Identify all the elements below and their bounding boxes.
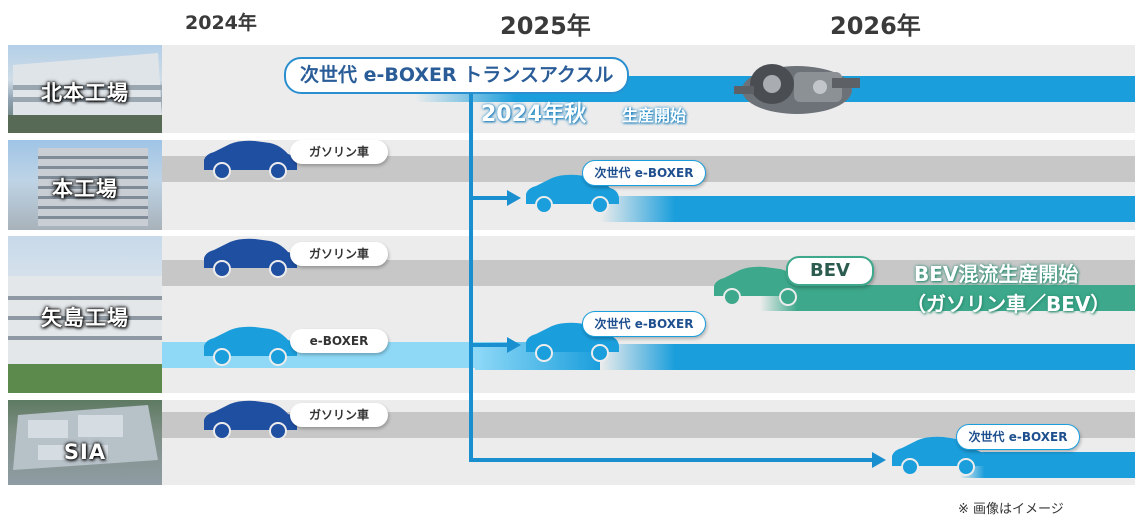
photo-yajima: 矢島工場 bbox=[8, 236, 162, 393]
gasoline-label: ガソリン車 bbox=[290, 242, 388, 266]
footnote: ※ 画像はイメージ bbox=[958, 502, 1064, 517]
factory-building-image bbox=[38, 148, 148, 226]
photo-kitamoto: 北本工場 bbox=[8, 45, 162, 133]
plant-label: SIA bbox=[63, 440, 107, 464]
track-yajima-bev bbox=[760, 285, 1135, 311]
eboxer-label: e-BOXER bbox=[290, 329, 388, 353]
arrow-right-icon bbox=[507, 337, 521, 353]
next-eboxer-label: 次世代 e-BOXER bbox=[582, 160, 706, 186]
connector-honkojo-line bbox=[469, 196, 509, 200]
transaxle-image bbox=[734, 64, 860, 114]
connector-sia-line bbox=[469, 458, 874, 462]
photo-sia: SIA bbox=[8, 400, 162, 485]
transaxle-label: 次世代 e-BOXER トランスアクスル bbox=[284, 57, 630, 94]
factory-building-image bbox=[8, 53, 162, 133]
bev-mixed-line1: BEV混流生産開始 bbox=[914, 262, 1079, 286]
photo-honkojo: 本工場 bbox=[8, 140, 162, 230]
car-icon bbox=[204, 238, 297, 278]
connector-vertical-line bbox=[469, 86, 473, 462]
year-2025: 2025年 bbox=[500, 12, 591, 40]
plant-label: 矢島工場 bbox=[41, 306, 129, 330]
next-eboxer-label: 次世代 e-BOXER bbox=[582, 311, 706, 337]
factory-building-image bbox=[8, 276, 162, 393]
bev-label: BEV bbox=[786, 256, 874, 286]
arrow-right-icon bbox=[507, 190, 521, 206]
year-2026: 2026年 bbox=[830, 12, 921, 40]
plant-label: 本工場 bbox=[52, 177, 118, 201]
gasoline-label: ガソリン車 bbox=[290, 403, 388, 427]
car-icon bbox=[204, 400, 297, 440]
car-icon bbox=[714, 266, 807, 306]
next-eboxer-label: 次世代 e-BOXER bbox=[956, 424, 1080, 450]
connector-yajima-line bbox=[469, 343, 509, 347]
track-sia-next-eboxer bbox=[960, 452, 1135, 478]
track-honkojo-next-eboxer bbox=[600, 196, 1135, 222]
car-icon bbox=[204, 140, 297, 180]
year-2024: 2024年 bbox=[185, 12, 257, 34]
track-yajima-next-eboxer bbox=[600, 344, 1135, 370]
autumn-2024-label: 2024年秋 bbox=[481, 102, 587, 127]
bev-mixed-line2: （ガソリン車／BEV） bbox=[906, 292, 1111, 316]
gasoline-label: ガソリン車 bbox=[290, 140, 388, 164]
car-icon bbox=[204, 326, 297, 366]
production-start-label: 生産開始 bbox=[622, 106, 687, 125]
plant-label: 北本工場 bbox=[41, 81, 129, 105]
arrow-right-icon bbox=[872, 452, 886, 468]
factory-aerial-image bbox=[13, 405, 158, 470]
